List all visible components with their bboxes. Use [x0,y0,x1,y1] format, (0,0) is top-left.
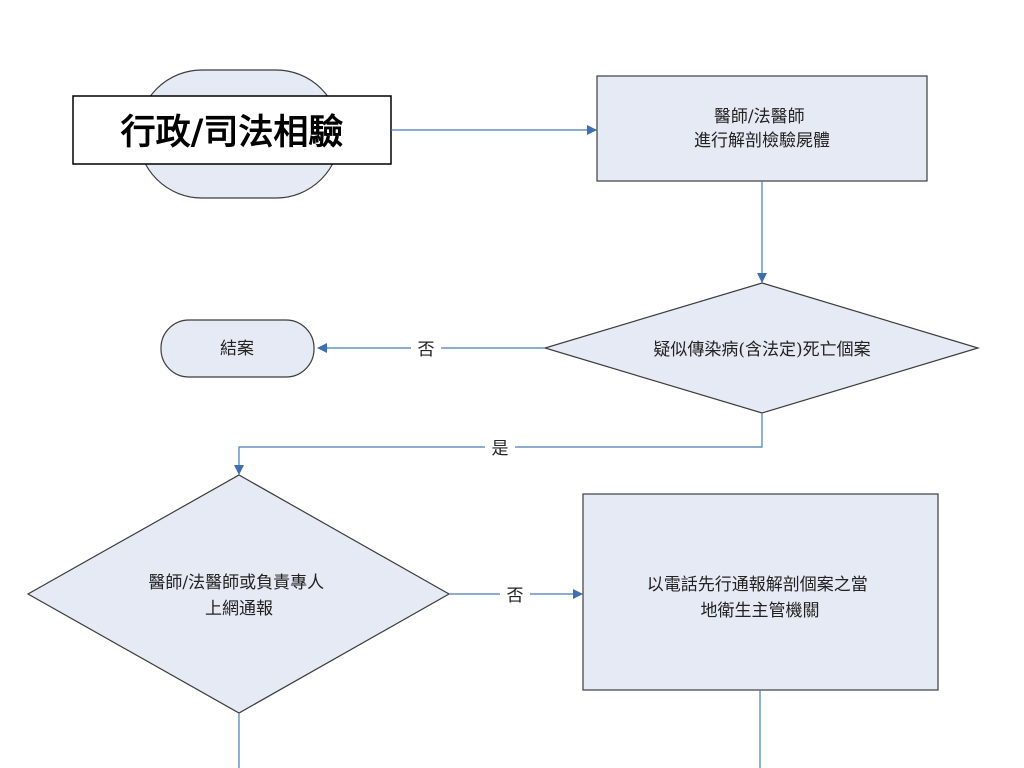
edge-label-no-phone: 否 [507,586,524,606]
phone-report-label-line-1: 以電話先行通報解剖個案之當 [647,575,868,595]
autopsy-box [596,75,928,182]
decision-infectious-label: 疑似傳染病(含法定)死亡個案 [653,340,870,360]
phone-report-label: 以電話先行通報解剖個案之當 地衛生主管機關 [647,575,873,621]
header-title: 行政/司法相驗 [121,112,344,153]
edge-label-yes: 是 [492,439,509,459]
phone-report-box [582,493,939,691]
decision-report-diamond [26,474,451,714]
header-box [72,95,392,165]
decision-report-label: 醫師/法醫師或負責專人 上網通報 [148,573,329,619]
edge-label-no-close: 否 [418,340,435,360]
close-case-label: 結案 [220,339,254,359]
phone-report-label-line-2: 地衛生主管機關 [701,601,820,621]
edge-label-bg-yes [485,436,515,460]
autopsy-label-line-2: 進行解剖檢驗屍體 [694,131,830,151]
decision-report-label-line-1: 醫師/法醫師或負責專人 [148,573,324,593]
decision-report-label-line-2: 上網通報 [205,599,273,619]
autopsy-label: 醫師/法醫師 進行解剖檢驗屍體 [694,107,830,151]
close-case-terminator [160,319,315,378]
edge-label-bg-no-1 [411,336,441,360]
autopsy-label-line-1: 醫師/法醫師 [714,107,805,127]
edge-label-bg-no-2 [500,582,530,606]
